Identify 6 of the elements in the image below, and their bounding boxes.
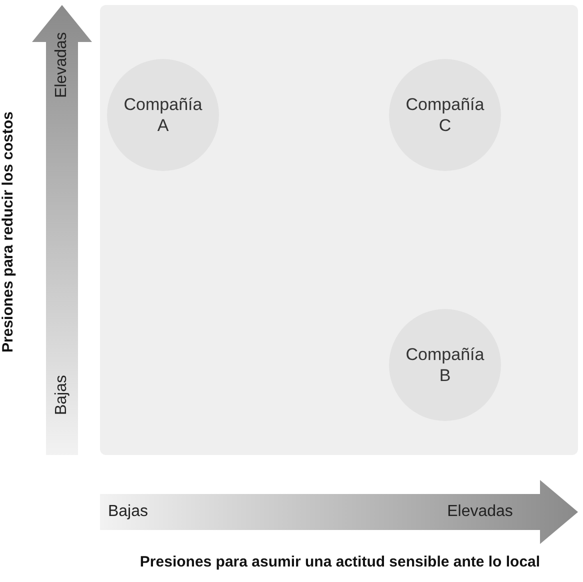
axis-level-label: Elevadas [447, 503, 513, 521]
axis-level-label: Elevadas [53, 32, 71, 98]
axis-level-label: Bajas [108, 503, 148, 521]
axis-level-label: Bajas [53, 374, 71, 416]
axis-title: Presiones para asumir una actitud sensible ante lo local [140, 554, 540, 570]
axis-title: Presiones para reducir los costos [0, 112, 16, 352]
